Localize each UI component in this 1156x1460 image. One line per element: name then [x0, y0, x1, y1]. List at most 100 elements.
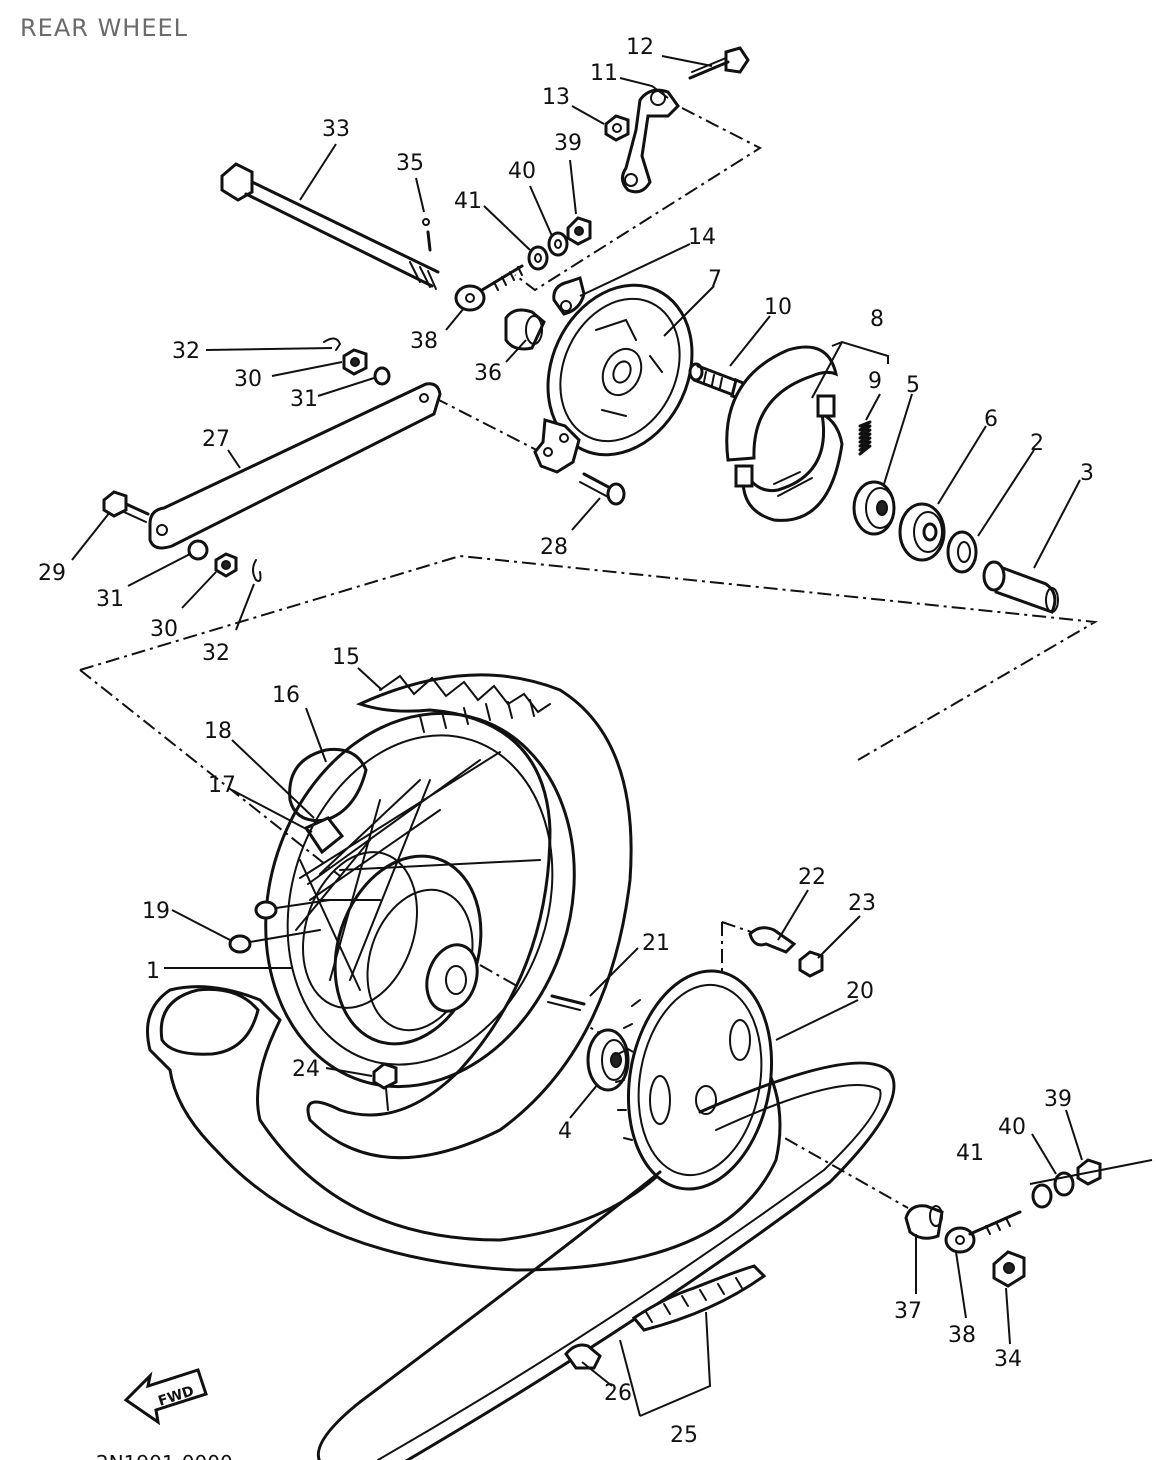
tire-tube[interactable]	[146, 747, 782, 1272]
brake-cam-lever[interactable]	[621, 88, 680, 194]
chain-links[interactable]	[631, 1264, 767, 1332]
nut[interactable]	[342, 348, 368, 376]
callout-22: 22	[798, 865, 826, 890]
callout-40: 40	[508, 159, 536, 184]
callout-2: 2	[1030, 431, 1044, 456]
callout-29: 29	[38, 561, 66, 586]
callout-40-lower: 40	[998, 1115, 1026, 1140]
drive-chain[interactable]	[316, 1061, 896, 1460]
callout-6: 6	[984, 407, 998, 432]
callout-12: 12	[626, 35, 654, 60]
collar[interactable]	[504, 308, 546, 351]
nut[interactable]	[372, 1062, 398, 1111]
callout-37: 37	[894, 1299, 922, 1324]
callout-1: 1	[146, 959, 160, 984]
callout-leaders	[71, 55, 1153, 1417]
callout-24: 24	[292, 1057, 320, 1082]
callout-4: 4	[558, 1119, 572, 1144]
callout-20: 20	[846, 979, 874, 1004]
spring-washer[interactable]	[547, 231, 569, 257]
callout-38: 38	[410, 329, 438, 354]
callout-18: 18	[204, 719, 232, 744]
stud-bolt[interactable]	[547, 994, 586, 1011]
callout-38-lower: 38	[948, 1323, 976, 1348]
diagram-code: 2N1901-0000	[96, 1451, 233, 1460]
bearing[interactable]	[586, 1028, 630, 1092]
callout-11: 11	[590, 61, 618, 86]
callout-27: 27	[202, 427, 230, 452]
washer[interactable]	[527, 245, 549, 271]
nut[interactable]	[604, 114, 630, 142]
callout-labels: 12 11 13 33 35 40 39 41 14 7 10 8 32 30 …	[38, 35, 1094, 1448]
callout-41-lower: 41	[956, 1141, 984, 1166]
callout-23: 23	[848, 891, 876, 916]
washer[interactable]	[1031, 1183, 1053, 1209]
valve-stem[interactable]	[303, 816, 345, 855]
collar[interactable]	[904, 1204, 944, 1240]
callout-28: 28	[540, 535, 568, 560]
callout-16: 16	[272, 683, 300, 708]
axle-nut[interactable]	[992, 1250, 1026, 1288]
brake-shoe-spring[interactable]	[858, 420, 872, 456]
callout-39-lower: 39	[1044, 1087, 1072, 1112]
callout-17: 17	[208, 773, 236, 798]
nut[interactable]	[214, 552, 238, 578]
callout-15: 15	[332, 645, 360, 670]
brake-shoe-set[interactable]	[725, 345, 844, 522]
callout-31: 31	[290, 387, 318, 412]
callout-9: 9	[868, 369, 882, 394]
brake-plate-tab[interactable]	[552, 276, 586, 316]
wheel-rim[interactable]	[219, 673, 622, 1127]
spacer[interactable]	[982, 560, 1059, 614]
rear-axle[interactable]	[220, 162, 440, 290]
chain-adjuster-bolt[interactable]	[944, 1210, 1022, 1254]
callout-19: 19	[142, 899, 170, 924]
oil-seal[interactable]	[946, 530, 978, 574]
chain-joint[interactable]	[564, 1343, 602, 1370]
callout-13: 13	[542, 85, 570, 110]
cotter-pin[interactable]	[252, 559, 262, 582]
callout-35: 35	[396, 151, 424, 176]
cotter-pin[interactable]	[323, 337, 342, 351]
callout-8: 8	[870, 307, 884, 332]
callout-30-lower: 30	[150, 617, 178, 642]
spokes[interactable]	[295, 751, 541, 991]
nut[interactable]	[798, 950, 824, 978]
wheel-hub[interactable]	[284, 837, 504, 1063]
diagram-title: REAR WHEEL	[20, 14, 189, 42]
bearing[interactable]	[898, 502, 946, 562]
callout-10: 10	[764, 295, 792, 320]
bolt[interactable]	[579, 472, 626, 506]
forward-direction-arrow: FWD	[123, 1368, 208, 1426]
bolt[interactable]	[102, 490, 150, 523]
brake-shoe-plate[interactable]	[521, 262, 719, 479]
callout-25: 25	[670, 1423, 698, 1448]
callout-30: 30	[234, 367, 262, 392]
callout-31-lower: 31	[96, 587, 124, 612]
rear-sprocket[interactable]	[612, 960, 788, 1201]
tension-bar[interactable]	[148, 382, 442, 550]
callout-7: 7	[708, 267, 722, 292]
callout-34: 34	[994, 1347, 1022, 1372]
callout-3: 3	[1080, 461, 1094, 486]
washer[interactable]	[187, 539, 209, 561]
spoke-nipples[interactable]	[228, 899, 331, 954]
callout-14: 14	[688, 225, 716, 250]
callout-32: 32	[172, 339, 200, 364]
callout-39: 39	[554, 131, 582, 156]
lock-washer[interactable]	[748, 926, 797, 954]
callout-36: 36	[474, 361, 502, 386]
callout-32-lower: 32	[202, 641, 230, 666]
callout-21: 21	[642, 931, 670, 956]
bolt[interactable]	[688, 46, 750, 80]
nut[interactable]	[566, 216, 592, 246]
cotter-pin[interactable]	[422, 218, 432, 252]
callout-26: 26	[604, 1381, 632, 1406]
callout-33: 33	[322, 117, 350, 142]
callout-41: 41	[454, 189, 482, 214]
bearing[interactable]	[852, 480, 896, 536]
callout-5: 5	[906, 373, 920, 398]
chain-adjuster-bolt[interactable]	[454, 264, 524, 312]
washer[interactable]	[373, 366, 391, 386]
